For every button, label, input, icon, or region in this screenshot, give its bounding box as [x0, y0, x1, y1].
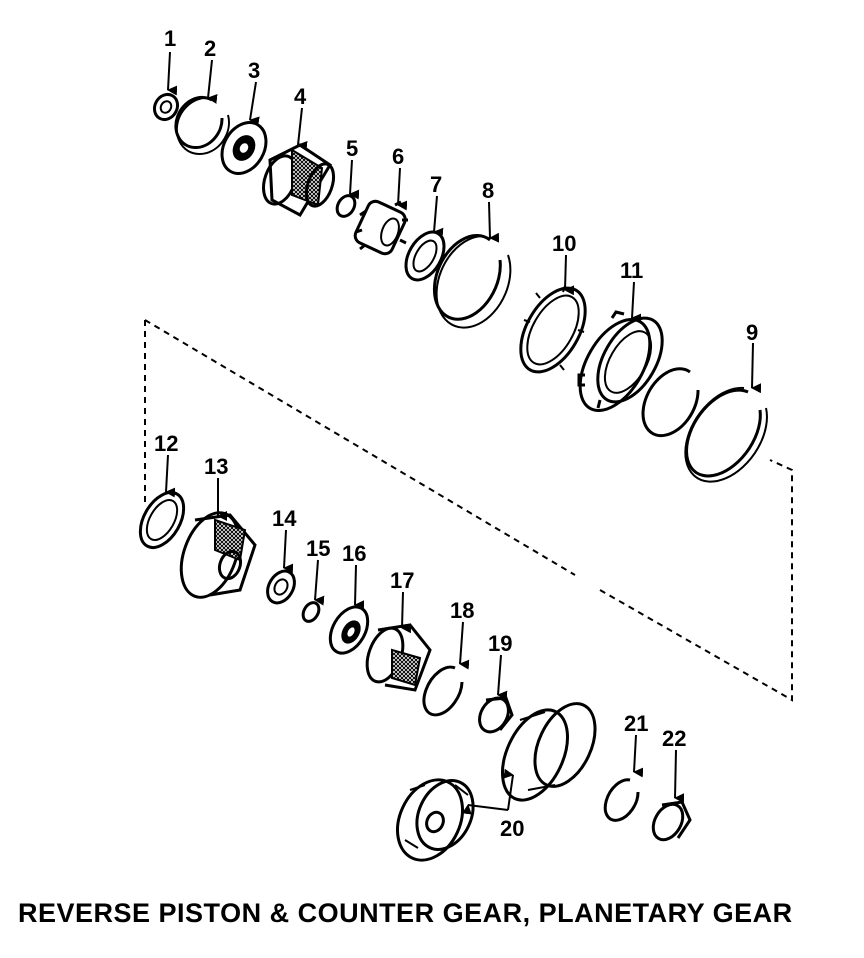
part-9a-snap-ring: [641, 367, 700, 438]
leader-lines: [165, 51, 762, 815]
callout-4: 4: [294, 84, 307, 109]
part-1-washer: [152, 92, 180, 122]
part-21-snap-ring: [603, 778, 640, 822]
callout-1: 1: [164, 26, 176, 51]
callout-10: 10: [552, 231, 576, 256]
part-15-washer: [301, 601, 321, 623]
part-9-snap-ring: [684, 386, 768, 483]
callout-20: 20: [500, 816, 524, 841]
part-11-piston-housing: [577, 310, 664, 413]
part-20-ring-gear: [396, 702, 597, 862]
part-12-washer: [138, 491, 186, 549]
exploded-parts-diagram: 1 2 3 4 5 6 7 8 9 10 11 12 13 14 15 16 1…: [138, 26, 793, 862]
callout-19: 19: [488, 631, 512, 656]
part-19-bushing: [478, 696, 514, 734]
callout-6: 6: [392, 144, 404, 169]
assembly-guide-line: [144, 319, 793, 702]
callout-21: 21: [624, 711, 648, 736]
callout-13: 13: [204, 454, 228, 479]
callout-14: 14: [272, 506, 297, 531]
part-22-bushing: [651, 800, 692, 842]
part-4-clutch-drum: [262, 143, 336, 217]
callout-2: 2: [204, 36, 216, 61]
part-8-snap-ring: [432, 234, 512, 329]
callout-8: 8: [482, 178, 494, 203]
part-14-washer: [266, 569, 296, 605]
callout-22: 22: [662, 726, 686, 751]
callout-labels: 1 2 3 4 5 6 7 8 9 10 11 12 13 14 15 16 1…: [154, 26, 758, 841]
part-16-bearing: [328, 605, 370, 655]
callout-12: 12: [154, 431, 178, 456]
callout-11: 11: [620, 258, 643, 283]
part-18-snap-ring: [422, 665, 464, 717]
callout-9: 9: [746, 320, 758, 345]
callout-7: 7: [430, 172, 442, 197]
callout-3: 3: [248, 58, 260, 83]
callout-15: 15: [306, 536, 330, 561]
callout-18: 18: [450, 598, 474, 623]
diagram-caption: REVERSE PISTON & COUNTER GEAR, PLANETARY…: [18, 898, 793, 928]
part-17-gear-drum: [365, 623, 432, 692]
callout-16: 16: [342, 541, 366, 566]
part-2-snap-ring: [174, 95, 230, 156]
callout-17: 17: [390, 568, 414, 593]
callout-5: 5: [346, 136, 358, 161]
part-6-gear: [353, 199, 408, 256]
part-5-ring: [335, 194, 357, 218]
part-10-plate: [519, 285, 587, 374]
